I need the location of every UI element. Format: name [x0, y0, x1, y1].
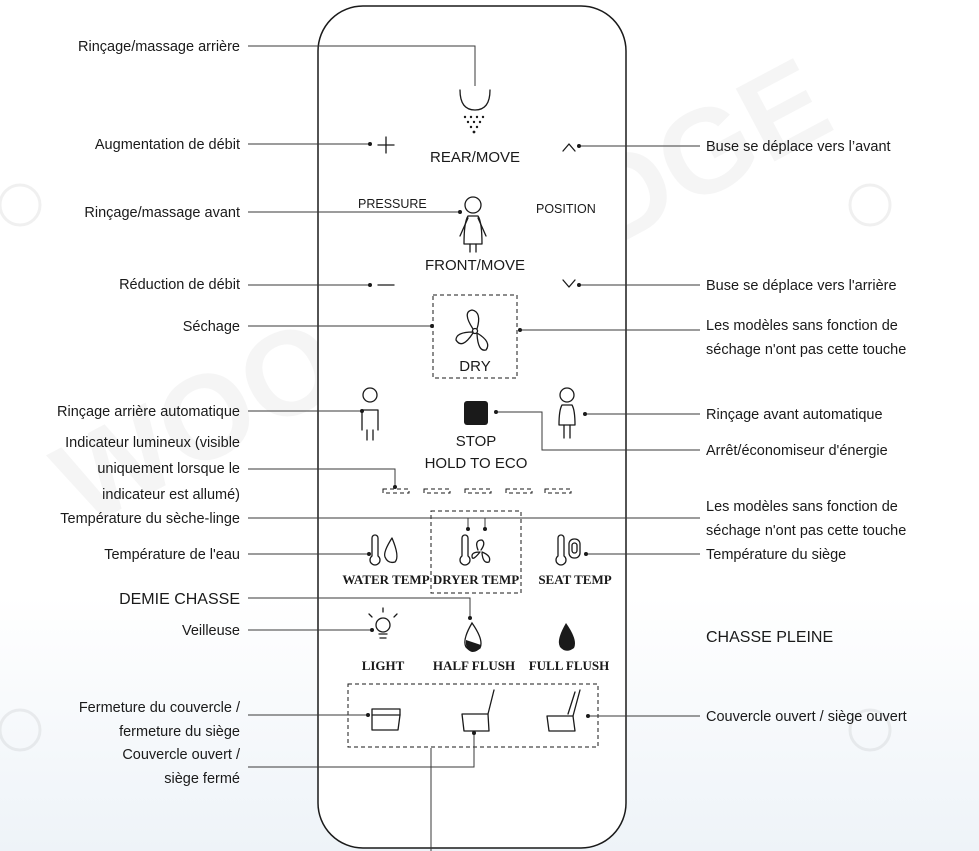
close-lid-callout-line2: fermeture du siège	[119, 724, 240, 740]
rear-wash-icon[interactable]	[459, 89, 491, 134]
hold-to-eco-label: HOLD TO ECO	[425, 455, 528, 472]
pressure-label: PRESSURE	[358, 197, 427, 211]
auto-front-wash-icon[interactable]	[558, 387, 576, 439]
chevron-down-icon[interactable]	[562, 279, 576, 288]
dry-button[interactable]: DRY	[459, 358, 490, 375]
indicator-lights	[382, 488, 572, 494]
rear-move-button[interactable]: REAR/MOVE	[430, 149, 520, 166]
lid-closed-icon[interactable]	[371, 708, 401, 731]
front-wash-callout: Rinçage/massage avant	[84, 205, 240, 221]
half-flush-label: HALF FLUSH	[433, 658, 515, 673]
lid-seat-open-callout: Couvercle ouvert / siège ouvert	[706, 709, 907, 725]
nozzle-backward-callout: Buse se déplace vers l'arrière	[706, 278, 897, 294]
auto-rear-wash-icon[interactable]	[361, 387, 379, 441]
pressure-plus-icon[interactable]	[377, 136, 395, 154]
no-dry-note-2-line1: Les modèles sans fonction de	[706, 499, 898, 515]
no-dry-note-2-line2: séchage n'ont pas cette touche	[706, 523, 906, 539]
remote-body	[317, 5, 627, 849]
lid-seat-open-icon[interactable]	[546, 689, 581, 732]
light-bulb-icon[interactable]	[368, 607, 398, 639]
leader-lines	[248, 45, 700, 851]
front-wash-icon[interactable]	[459, 196, 487, 253]
water-temp-label: WATER TEMP	[342, 572, 429, 587]
close-lid-callout-line1: Fermeture du couvercle /	[79, 700, 241, 716]
stop-label[interactable]: STOP	[456, 433, 497, 450]
drying-callout: Séchage	[183, 319, 240, 335]
stop-button-icon[interactable]	[464, 401, 488, 425]
dryer-temp-icon[interactable]	[459, 534, 491, 566]
lid-open-seat-closed-callout-line1: Couvercle ouvert /	[122, 747, 241, 763]
water-temp-callout: Température de l'eau	[104, 547, 240, 563]
lid-open-seat-closed-callout-line2: siège fermé	[164, 771, 240, 787]
seat-temp-icon[interactable]	[555, 534, 581, 566]
half-flush-icon[interactable]	[464, 621, 482, 652]
auto-front-wash-callout: Rinçage avant automatique	[706, 407, 883, 423]
full-flush-icon[interactable]	[558, 623, 575, 651]
no-dry-note-1-line1: Les modèles sans fonction de	[706, 318, 898, 334]
no-dry-note-1-line2: séchage n'ont pas cette touche	[706, 342, 906, 358]
fan-icon[interactable]	[455, 309, 489, 351]
left-callouts: Rinçage/massage arrière Augmentation de …	[57, 39, 241, 787]
auto-rear-wash-callout: Rinçage arrière automatique	[57, 404, 240, 420]
dryer-temp-label: DRYER TEMP	[433, 572, 519, 587]
water-temp-icon[interactable]	[369, 534, 398, 566]
rear-wash-callout: Rinçage/massage arrière	[78, 39, 240, 55]
nozzle-forward-callout: Buse se déplace vers l’avant	[706, 139, 891, 155]
indicator-callout-line2: uniquement lorsque le	[97, 461, 240, 477]
seat-temp-label: SEAT TEMP	[538, 572, 611, 587]
indicator-callout-line3: indicateur est allumé)	[102, 487, 240, 503]
indicator-callout-line1: Indicateur lumineux (visible	[65, 435, 240, 451]
dry-button-frame	[432, 294, 518, 379]
dryer-temp-frame	[430, 510, 522, 594]
full-flush-label: FULL FLUSH	[529, 658, 610, 673]
seat-temp-callout: Température du siège	[706, 547, 846, 563]
lid-open-seat-closed-icon[interactable]	[461, 689, 495, 732]
full-flush-callout: CHASSE PLEINE	[706, 629, 833, 646]
stop-eco-callout: Arrêt/économiseur d'énergie	[706, 443, 888, 459]
right-callouts: Buse se déplace vers l’avant Buse se dép…	[706, 139, 907, 725]
registered-marks	[0, 183, 892, 752]
front-move-button[interactable]: FRONT/MOVE	[425, 257, 525, 274]
position-label: POSITION	[536, 202, 596, 216]
pressure-up-callout: Augmentation de débit	[95, 137, 240, 153]
dryer-temp-callout: Température du sèche-linge	[60, 511, 240, 527]
chevron-up-icon[interactable]	[562, 143, 576, 152]
pressure-down-callout: Réduction de débit	[119, 277, 240, 293]
half-flush-callout: DEMIE CHASSE	[119, 591, 240, 608]
night-light-callout: Veilleuse	[182, 623, 240, 639]
light-label: LIGHT	[362, 658, 405, 673]
